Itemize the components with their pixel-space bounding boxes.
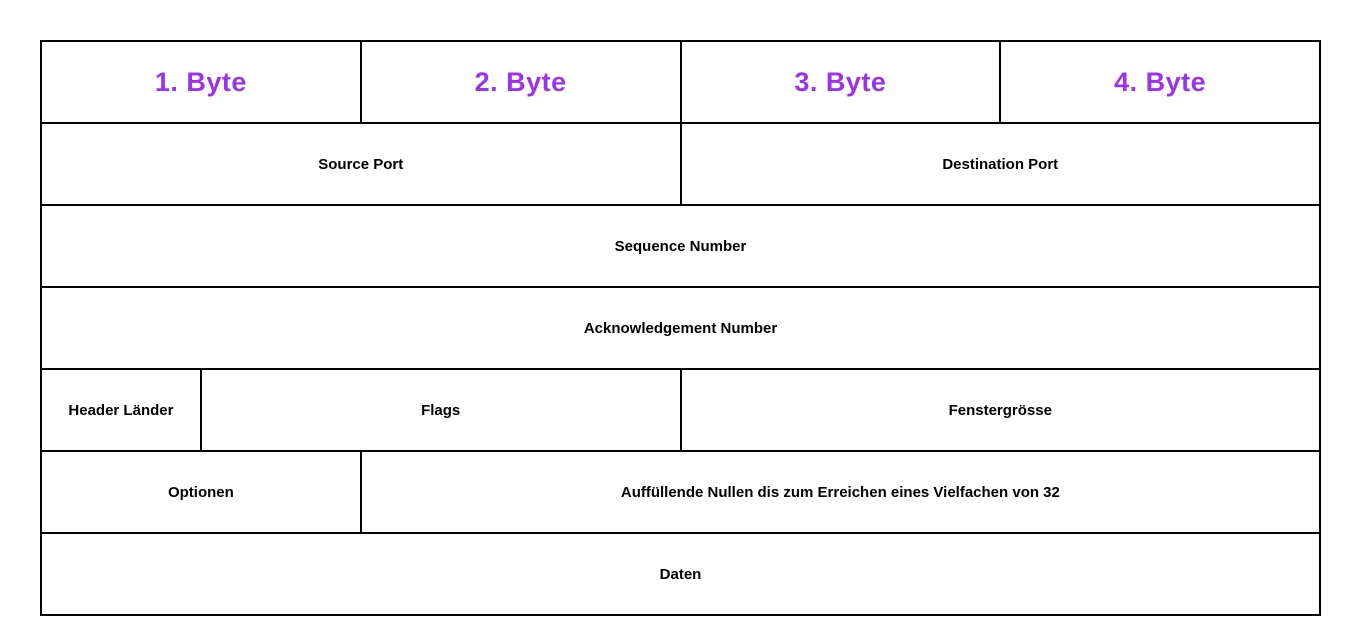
cell-daten: Daten <box>40 532 1321 616</box>
cell-sequence-number: Sequence Number <box>40 204 1321 288</box>
cell-source-port: Source Port <box>40 122 682 206</box>
tcp-header-diagram: 1. Byte 2. Byte 3. Byte 4. Byte Source P… <box>40 40 1322 616</box>
byte-2-header: 2. Byte <box>359 40 682 124</box>
cell-padding: Auffüllende Nullen dis zum Erreichen ein… <box>359 450 1322 534</box>
data-row: Daten <box>40 532 1321 616</box>
byte-3-header: 3. Byte <box>679 40 1002 124</box>
cell-optionen: Optionen <box>40 450 362 534</box>
cell-header-laenge: Header Länder <box>40 368 202 452</box>
byte-1-header: 1. Byte <box>40 40 362 124</box>
cell-flags: Flags <box>199 368 682 452</box>
flags-row: Header Länder Flags Fenstergrösse <box>40 368 1321 452</box>
byte-4-header: 4. Byte <box>999 40 1321 124</box>
byte-header-row: 1. Byte 2. Byte 3. Byte 4. Byte <box>40 40 1321 124</box>
sequence-number-row: Sequence Number <box>40 204 1321 288</box>
cell-fenstergroesse: Fenstergrösse <box>679 368 1321 452</box>
cell-destination-port: Destination Port <box>679 122 1321 206</box>
acknowledgement-number-row: Acknowledgement Number <box>40 286 1321 370</box>
options-row: Optionen Auffüllende Nullen dis zum Erre… <box>40 450 1322 534</box>
ports-row: Source Port Destination Port <box>40 122 1321 206</box>
cell-acknowledgement-number: Acknowledgement Number <box>40 286 1321 370</box>
